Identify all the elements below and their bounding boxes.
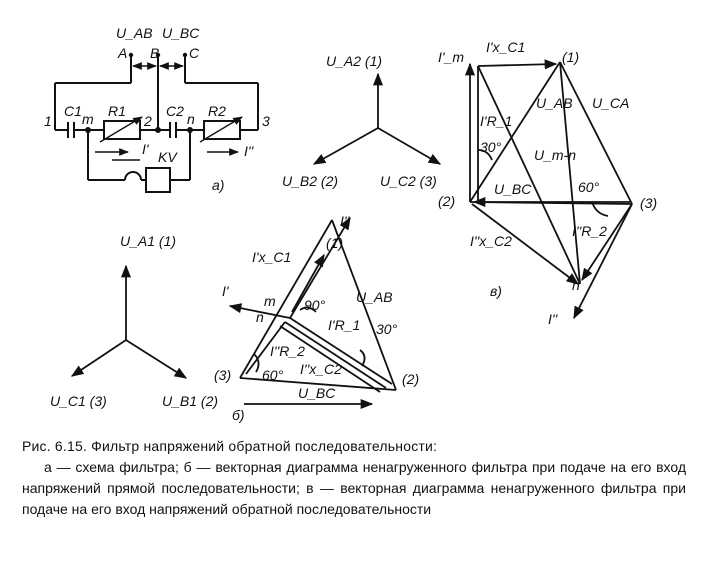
b-label-i2: I'' bbox=[340, 213, 351, 229]
vector-diagram-b bbox=[228, 216, 397, 410]
label-uc2: U_C2 (3) bbox=[380, 173, 437, 189]
b-label-uab: U_AB bbox=[356, 289, 393, 305]
c-label-uab: U_AB bbox=[536, 95, 573, 111]
label-kv: KV bbox=[158, 149, 178, 165]
c-label-i2: I'' bbox=[548, 311, 559, 327]
b-label-a30: 30° bbox=[376, 321, 398, 337]
label-ubc: U_BC bbox=[162, 25, 200, 41]
c-label-ixc1: I'x_C1 bbox=[486, 39, 525, 55]
c-label-n: n bbox=[572, 277, 580, 293]
label-ua1: U_A1 (1) bbox=[120, 233, 176, 249]
b-label-p2: (2) bbox=[402, 371, 419, 387]
caption-title: Рис. 6.15. Фильтр напряжений обратной по… bbox=[22, 438, 438, 454]
c-label-ir2: I''R_2 bbox=[572, 223, 607, 239]
label-ub1: U_B1 (2) bbox=[162, 393, 218, 409]
node-n: n bbox=[187, 111, 195, 127]
b-label-ir2: I''R_2 bbox=[270, 343, 305, 359]
b-label-ixc1: I'x_C1 bbox=[252, 249, 291, 265]
c-label-ixc2: I''x_C2 bbox=[470, 233, 512, 249]
terminal-c: C bbox=[189, 45, 200, 61]
b-label-n: n bbox=[256, 309, 264, 325]
b-label-p1: (1) bbox=[326, 235, 343, 251]
node-m: m bbox=[82, 111, 94, 127]
vector-diagram-c bbox=[464, 59, 633, 320]
figure-caption: Рис. 6.15. Фильтр напряжений обратной по… bbox=[22, 436, 686, 520]
c-label-a60: 60° bbox=[578, 179, 600, 195]
b-label-p3: (3) bbox=[214, 367, 231, 383]
label-uc1: U_C1 (3) bbox=[50, 393, 107, 409]
label-current-2: I'' bbox=[244, 143, 255, 159]
label-c1: C1 bbox=[64, 103, 82, 119]
panel-label-a: а) bbox=[212, 177, 224, 193]
caption-body: а — схема фильтра; б — векторная диаграм… bbox=[22, 459, 686, 517]
star-negative-sequence bbox=[312, 72, 442, 165]
c-label-p2: (2) bbox=[438, 193, 455, 209]
c-label-ir1: I'R_1 bbox=[480, 113, 512, 129]
c-label-ubc: U_BC bbox=[494, 181, 532, 197]
circuit-nodes bbox=[85, 52, 193, 133]
c-label-im: I'_m bbox=[438, 49, 464, 65]
b-label-ixc2: I''x_C2 bbox=[300, 361, 342, 377]
label-r1: R1 bbox=[108, 103, 126, 119]
b-label-a90: 90° bbox=[304, 297, 326, 313]
filter-figure: U_AB U_BC A B C C1 R1 C2 R2 1 m 2 n 3 I'… bbox=[44, 25, 657, 423]
label-r2: R2 bbox=[208, 103, 226, 119]
terminal-a: A bbox=[117, 45, 127, 61]
label-ua2: U_A2 (1) bbox=[326, 53, 382, 69]
b-label-i1: I' bbox=[222, 283, 230, 299]
panel-label-c: в) bbox=[490, 283, 502, 299]
b-label-ubc: U_BC bbox=[298, 385, 336, 401]
label-ub2: U_B2 (2) bbox=[282, 173, 338, 189]
star-positive-sequence bbox=[70, 264, 188, 379]
c-label-umn: U_m-n bbox=[534, 147, 576, 163]
node-3: 3 bbox=[262, 113, 270, 129]
terminal-b: B bbox=[150, 45, 159, 61]
c-label-a30: 30° bbox=[480, 139, 502, 155]
c-label-uca: U_CA bbox=[592, 95, 629, 111]
panel-label-b: б) bbox=[232, 407, 245, 423]
b-label-a60: 60° bbox=[262, 367, 284, 383]
label-c2: C2 bbox=[166, 103, 184, 119]
label-current-1: I' bbox=[142, 141, 150, 157]
label-uab: U_AB bbox=[116, 25, 153, 41]
b-label-m: m bbox=[264, 293, 276, 309]
c-label-p1: (1) bbox=[562, 49, 579, 65]
node-2: 2 bbox=[143, 113, 152, 129]
node-1: 1 bbox=[44, 113, 52, 129]
c-label-p3: (3) bbox=[640, 195, 657, 211]
b-label-ir1: I'R_1 bbox=[328, 317, 360, 333]
